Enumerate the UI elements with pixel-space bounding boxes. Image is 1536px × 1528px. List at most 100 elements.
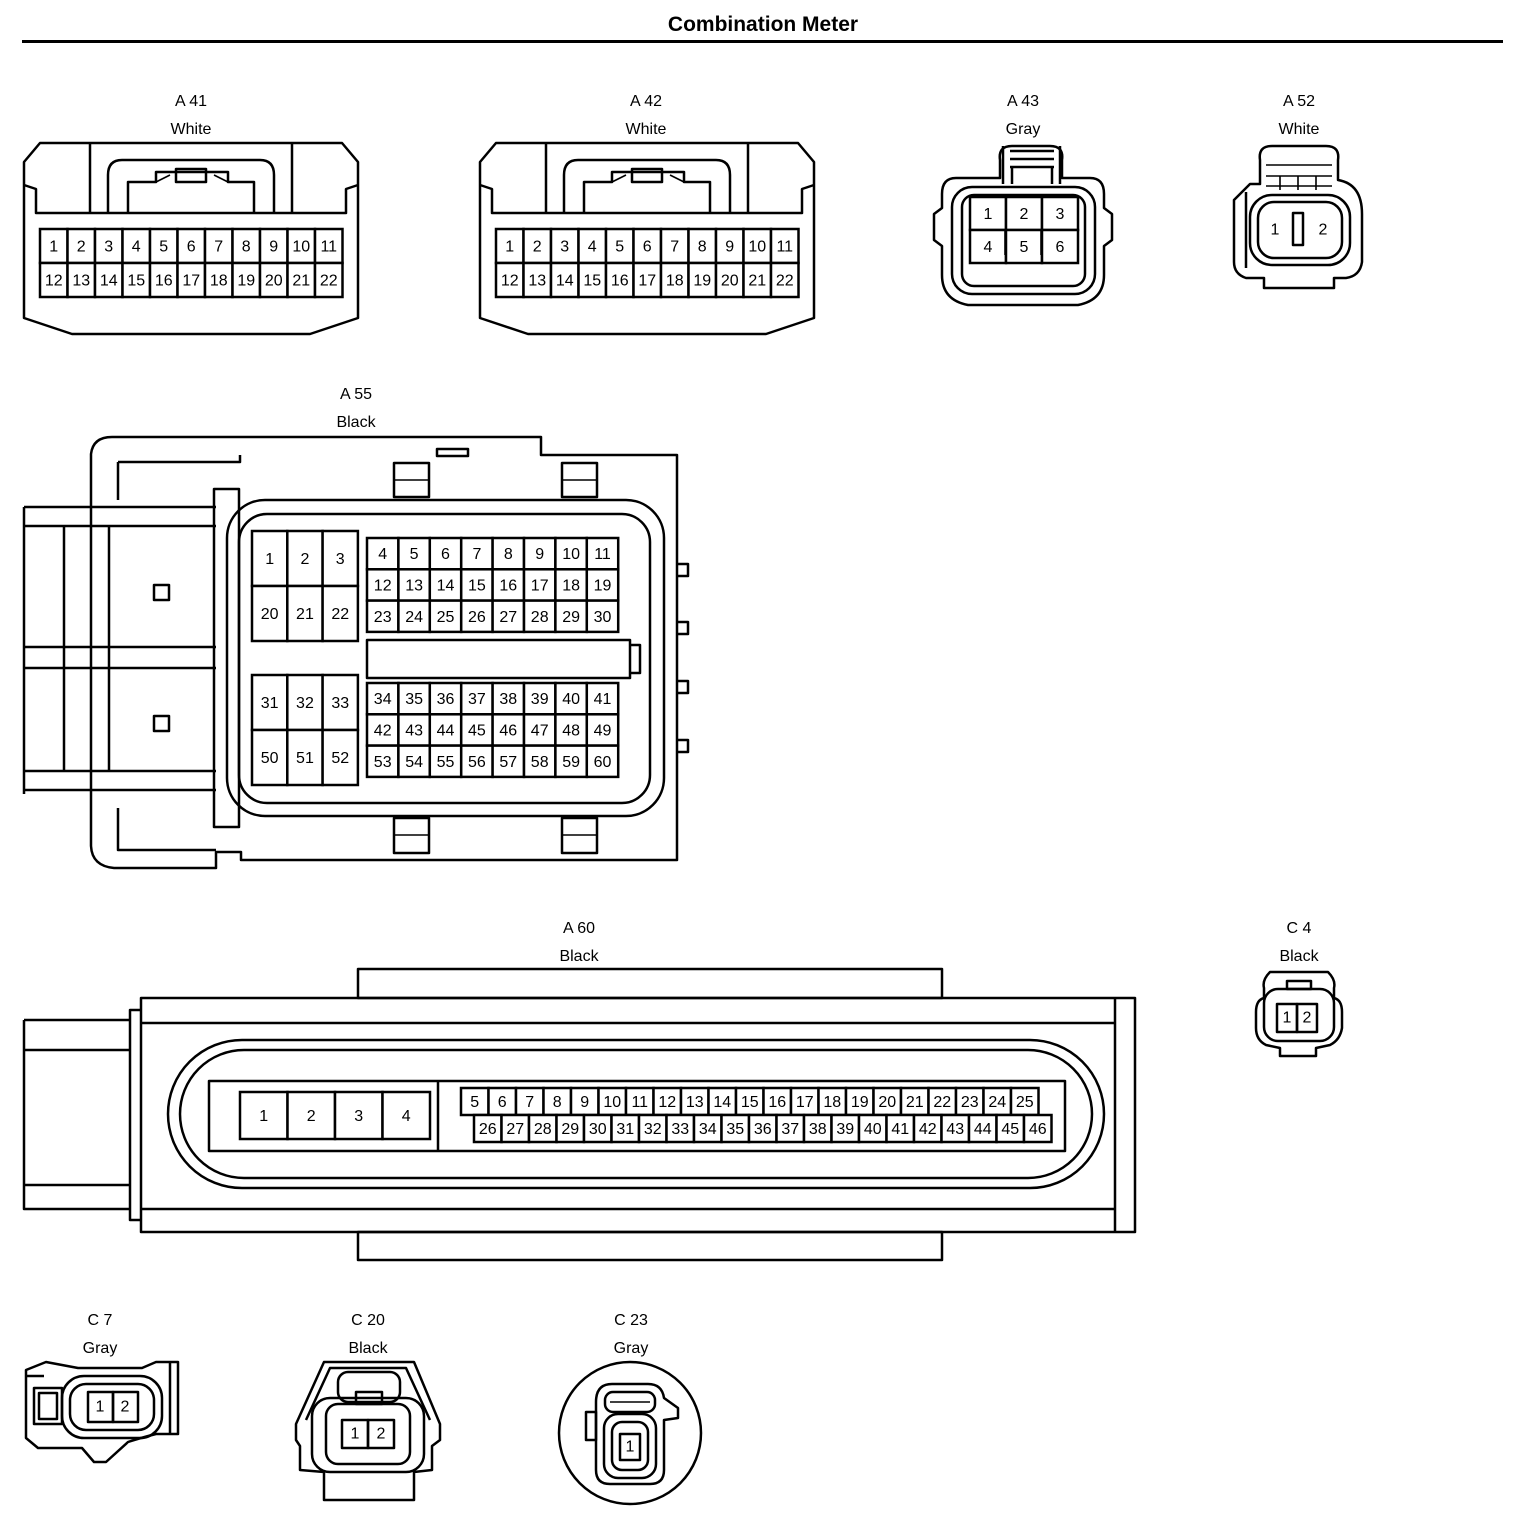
page-title: Combination Meter bbox=[667, 13, 859, 36]
connector-a41-id: A 41 bbox=[175, 93, 207, 110]
pin-label: 2 bbox=[121, 1399, 130, 1416]
pin-label: 55 bbox=[437, 754, 455, 771]
pin-cell bbox=[967, 1113, 998, 1144]
pin-label: 6 bbox=[643, 239, 652, 256]
pin-label: 13 bbox=[72, 273, 90, 290]
pin-label: 13 bbox=[686, 1094, 704, 1111]
pin-label: 15 bbox=[127, 273, 145, 290]
pin-label: 22 bbox=[776, 273, 794, 290]
pin-cell bbox=[830, 1113, 861, 1144]
pin-label: 33 bbox=[331, 695, 349, 712]
pin-cell bbox=[286, 529, 324, 588]
pin-cell bbox=[542, 1086, 573, 1117]
pin-cell bbox=[428, 744, 463, 779]
pin-label: 25 bbox=[437, 609, 455, 626]
pin-label: 20 bbox=[261, 606, 279, 623]
pin-label: 16 bbox=[155, 273, 173, 290]
pin-cell bbox=[250, 529, 289, 588]
pin-label: 1 bbox=[96, 1399, 105, 1416]
pin-label: 16 bbox=[499, 577, 517, 594]
pin-cell bbox=[522, 599, 557, 634]
pin-label: 51 bbox=[296, 750, 314, 767]
pin-cell bbox=[258, 227, 289, 265]
pin-label: 8 bbox=[242, 239, 251, 256]
pin-label: 42 bbox=[374, 722, 392, 739]
pin-cell bbox=[459, 599, 494, 634]
connector-a60-color: Black bbox=[559, 948, 599, 965]
pin-cell bbox=[714, 227, 745, 265]
pin-label: 8 bbox=[698, 239, 707, 256]
connector-c20: C 20 Black 1 2 bbox=[294, 1312, 442, 1502]
pin-cell bbox=[148, 261, 179, 299]
pin-cell bbox=[585, 568, 620, 602]
pin-label: 1 bbox=[984, 206, 993, 223]
pin-label: 2 bbox=[1319, 222, 1328, 239]
pin-label: 24 bbox=[988, 1094, 1006, 1111]
pin-label: 13 bbox=[405, 577, 423, 594]
pin-label: 57 bbox=[499, 754, 517, 771]
pin-label: 49 bbox=[594, 722, 612, 739]
pin-label: 12 bbox=[658, 1094, 676, 1111]
connector-a41-color: White bbox=[171, 121, 212, 138]
pin-label: 42 bbox=[919, 1121, 937, 1138]
pin-label: 14 bbox=[556, 273, 574, 290]
pin-cell bbox=[365, 599, 400, 634]
pin-label: 1 bbox=[1283, 1010, 1292, 1027]
pin-label: 30 bbox=[589, 1121, 607, 1138]
pin-cell bbox=[659, 261, 690, 299]
connector-c4-id: C 4 bbox=[1287, 920, 1312, 937]
pin-label: 13 bbox=[528, 273, 546, 290]
pin-label: 19 bbox=[851, 1094, 869, 1111]
pin-label: 18 bbox=[210, 273, 228, 290]
pin-label: 2 bbox=[77, 239, 86, 256]
pin-label: 45 bbox=[1001, 1121, 1019, 1138]
pin-label: 5 bbox=[410, 546, 419, 563]
pin-label: 47 bbox=[531, 722, 549, 739]
pin-cell bbox=[66, 261, 97, 299]
pin-label: 28 bbox=[534, 1121, 552, 1138]
pin-label: 39 bbox=[531, 691, 549, 708]
pin-label: 5 bbox=[1020, 239, 1029, 256]
pin-label: 41 bbox=[891, 1121, 909, 1138]
pin-cell bbox=[459, 713, 494, 747]
pin-label: 1 bbox=[259, 1108, 268, 1125]
pin-label: 48 bbox=[562, 722, 580, 739]
pin-label: 21 bbox=[296, 606, 314, 623]
pin-label: 44 bbox=[974, 1121, 992, 1138]
pin-label: 32 bbox=[296, 695, 314, 712]
pin-label: 4 bbox=[132, 239, 141, 256]
pin-cell bbox=[231, 261, 262, 299]
pin-label: 37 bbox=[468, 691, 486, 708]
connector-c23: C 23 Gray 1 bbox=[557, 1312, 703, 1506]
pin-cell bbox=[397, 536, 432, 571]
pin-label: 3 bbox=[1056, 206, 1065, 223]
pin-cell bbox=[491, 744, 526, 779]
pin-cell bbox=[1004, 228, 1044, 265]
pin-cell bbox=[554, 713, 589, 747]
pin-label: 8 bbox=[504, 546, 513, 563]
pin-cell bbox=[522, 744, 557, 779]
pin-label: 10 bbox=[603, 1094, 621, 1111]
pin-label: 50 bbox=[261, 750, 279, 767]
pin-cell bbox=[940, 1113, 971, 1144]
pin-cell bbox=[321, 673, 360, 732]
pin-label: 1 bbox=[49, 239, 58, 256]
pin-label: 43 bbox=[405, 722, 423, 739]
pin-label: 5 bbox=[470, 1094, 479, 1111]
pin-label: 23 bbox=[374, 609, 392, 626]
pin-label: 60 bbox=[594, 754, 612, 771]
pin-label: 14 bbox=[437, 577, 455, 594]
pin-cell bbox=[250, 673, 289, 732]
pin-label: 35 bbox=[726, 1121, 744, 1138]
title-rule bbox=[22, 40, 1503, 43]
pin-label: 4 bbox=[984, 239, 993, 256]
pin-label: 4 bbox=[402, 1108, 411, 1125]
pin-label: 20 bbox=[878, 1094, 896, 1111]
pin-cell bbox=[203, 261, 234, 299]
pin-cell bbox=[250, 728, 289, 787]
pin-cell bbox=[365, 568, 400, 602]
